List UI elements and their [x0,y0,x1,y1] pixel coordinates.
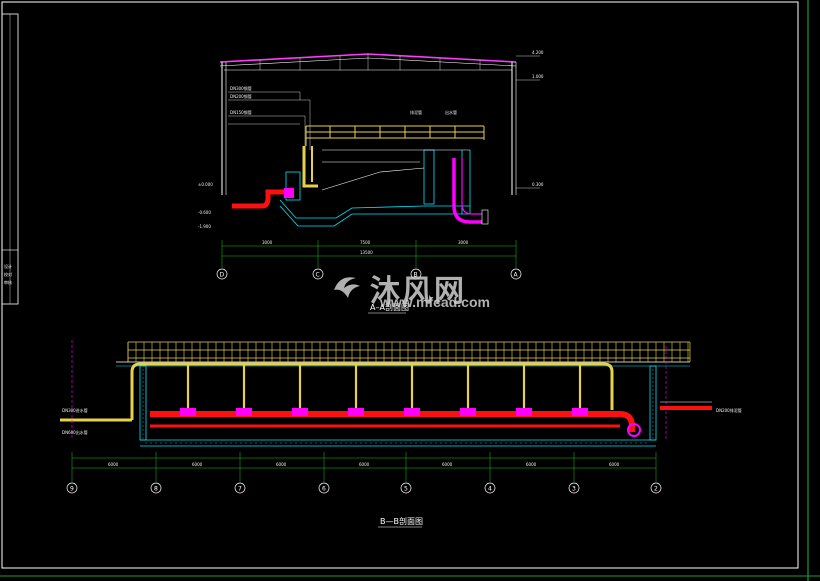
bottom-axis-circle [484,482,496,494]
top-annotation-1: DN300钢管 [230,85,252,91]
level-tag-6: -1.900 [198,224,211,229]
top-dim-total: 13500 [360,250,373,255]
top-red-pipe [232,189,290,209]
top-dim-3: 3000 [458,240,469,245]
bottom-axis-circle [234,482,246,494]
watermark-swirl-icon [334,277,360,298]
bottom-axis-label: 2 [654,486,658,493]
watermark-url: www.mfcad.com [380,294,490,310]
bottom-dim-label: 6000 [192,462,203,467]
bottom-axis-label: 6 [322,486,326,493]
bottom-annotation-3: DN200排泥管 [716,407,742,413]
bottom-yellow-pipe [130,362,614,420]
bottom-dim-label: 6000 [442,462,453,467]
bottom-dim-label: 6000 [276,462,287,467]
bottom-section: DN300进水管 DN600出水管 DN200排泥管 6000 6000 6000 6… [60,340,742,528]
bottom-axis-label: 7 [238,486,242,493]
side-note-3: 审核 [4,279,12,285]
watermark-logo: 沐风网 [330,266,466,310]
top-annotation-4: 排泥管 [410,109,422,115]
bottom-dim-label: 6000 [108,462,119,467]
level-tag-1: 4.200 [532,50,544,55]
bottom-dim-label: 6000 [609,462,620,467]
top-annotation-2: DN200钢管 [230,93,252,99]
top-section: DN300钢管 DN200钢管 DN150钢管 排泥管 出水管 4.200 1.… [198,50,544,314]
bottom-annotation-1: DN300进水管 [62,407,88,413]
bottom-red-pipe [150,411,635,432]
level-tag-4: ±0.000 [198,182,213,187]
bottom-section-title: B—B剖面图 [380,516,423,526]
bottom-axis-circle [150,482,162,494]
top-axis-A: A [514,272,519,279]
level-tag-5: -0.600 [198,210,211,215]
bottom-dim-label: 6000 [359,462,370,467]
level-tag-3: 0.300 [532,182,544,187]
side-note-2: 校对 [4,271,12,277]
bottom-axis-label: 9 [70,486,74,493]
top-dim-2: 7500 [360,240,371,245]
bottom-dim-label: 6000 [526,462,537,467]
bottom-axis-circle [66,482,78,494]
top-axis-C: C [316,272,320,279]
bottom-axis-circle [650,482,662,494]
top-annotation-3: DN150钢管 [230,109,252,115]
bottom-railing [127,341,691,362]
top-axis-B: B [414,272,418,279]
watermark-brand: 沐风网 [370,274,466,309]
top-axis-D: D [220,272,225,279]
bottom-axis-label: 5 [404,486,408,493]
top-magenta-pipe [452,158,482,224]
bottom-axis-circle [568,482,580,494]
bottom-axis-label: 8 [154,486,158,493]
top-axis-markers [216,268,522,280]
top-dim-1: 3000 [262,240,273,245]
bottom-axis-circle [318,482,330,494]
bottom-axis-label: 4 [488,486,492,493]
bottom-axis-label: 3 [572,486,576,493]
top-annotation-5: 出水管 [445,109,457,115]
level-tag-2: 1.000 [532,74,544,79]
top-railing [305,125,485,146]
top-section-title: A–A剖面图 [370,302,409,312]
bottom-annotation-2: DN600出水管 [62,429,88,435]
bottom-axis-circle [400,482,412,494]
side-note-1: 设计 [4,263,12,269]
